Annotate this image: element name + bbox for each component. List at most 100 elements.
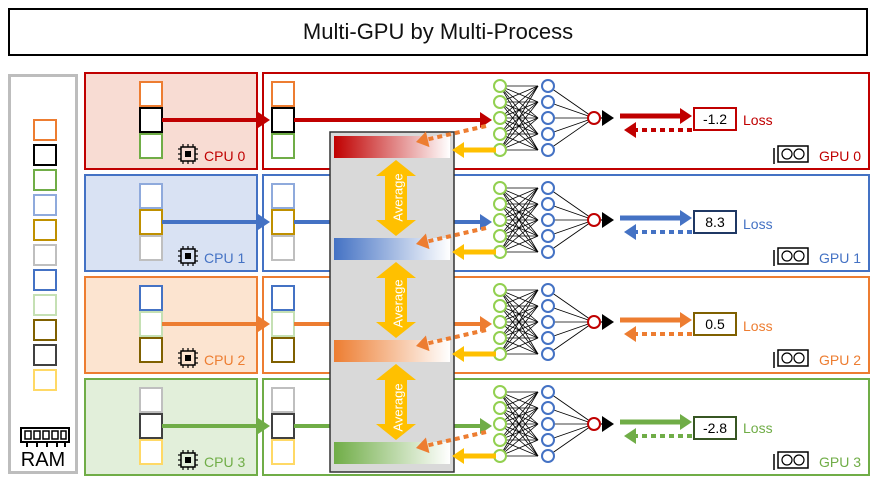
nn-edge [499, 85, 539, 135]
update-arrow-shaft [427, 328, 487, 346]
transfer-arrow-head [258, 112, 270, 128]
average-label-1: Average [391, 272, 406, 336]
backward-arrow-head [624, 224, 636, 240]
nn-edge [547, 289, 595, 323]
nn-input-node [493, 417, 507, 431]
nn-edge [499, 289, 539, 339]
output-arrow-head [602, 212, 614, 228]
nn-edge [499, 289, 539, 355]
title-text: Multi-GPU by Multi-Process [302, 19, 574, 44]
nn-input-node [493, 127, 507, 141]
loss-label-2: Loss [743, 318, 773, 334]
gpu-fan [781, 454, 793, 466]
transfer-arrow-head [258, 418, 270, 434]
nn-hidden-node [541, 181, 555, 195]
backward-arrow-head [624, 428, 636, 444]
nn-edge [499, 85, 539, 151]
nn-hidden-node [541, 95, 555, 109]
forward-arrow-head [680, 312, 692, 328]
ram-label: RAM [20, 449, 66, 471]
ram-slot [33, 294, 57, 316]
nn-edge [499, 321, 539, 355]
input-arrow-head [480, 112, 492, 128]
average-arrow-2 [376, 364, 416, 440]
gpu-data-box [271, 133, 295, 159]
cpu-data-box [139, 133, 163, 159]
nn-input-node [493, 283, 507, 297]
nn-hidden-node [541, 347, 555, 361]
nn-input-node [493, 433, 507, 447]
cpu-data-box [139, 387, 163, 413]
update-arrow-head [416, 437, 430, 454]
nn-edge [499, 187, 539, 221]
nn-edge [547, 423, 595, 457]
gpu-label-3: GPU 3 [819, 454, 862, 470]
nn-hidden-node [541, 449, 555, 463]
gpu-fan [793, 148, 805, 160]
nn-edge [499, 423, 539, 457]
gpu-data-box [271, 209, 295, 235]
loss-value-1: 8.3 [693, 210, 737, 234]
cpu-label-0: CPU 0 [204, 148, 246, 164]
gpu-label-1: GPU 1 [819, 250, 862, 266]
nn-hidden-node [541, 401, 555, 415]
nn-edge [547, 321, 595, 355]
nn-output-node [587, 417, 601, 431]
loss-value-3: -2.8 [693, 416, 737, 440]
gpu-card-icon [777, 451, 809, 469]
nn-edge [499, 305, 539, 355]
nn-hidden-node [541, 229, 555, 243]
gpu-fan [781, 352, 793, 364]
loss-label-1: Loss [743, 216, 773, 232]
nn-hidden-node [541, 315, 555, 329]
cpu-data-box [139, 413, 163, 439]
ram-container: RAM [8, 74, 78, 474]
nn-hidden-node [541, 417, 555, 431]
nn-edge [499, 391, 539, 441]
gradient-arrow-head [452, 346, 464, 362]
nn-hidden-node [541, 331, 555, 345]
nn-edge [499, 187, 539, 237]
transfer-arrow-head [258, 214, 270, 230]
cpu-label-3: CPU 3 [204, 454, 246, 470]
update-arrow-head [416, 233, 430, 250]
nn-output-node [587, 315, 601, 329]
nn-hidden-node [541, 127, 555, 141]
nn-edge [547, 203, 595, 221]
nn-edge [499, 407, 539, 457]
nn-edge [499, 289, 539, 323]
gpu-data-box [271, 337, 295, 363]
gpu-data-box [271, 235, 295, 261]
cpu-label-2: CPU 2 [204, 352, 246, 368]
gpu-data-box [271, 439, 295, 465]
input-arrow-head [480, 214, 492, 230]
nn-output-node [587, 213, 601, 227]
nn-hidden-node [541, 385, 555, 399]
cpu-data-box [139, 439, 163, 465]
gpu-card-icon [777, 247, 809, 265]
nn-input-node [493, 315, 507, 329]
nn-hidden-node [541, 299, 555, 313]
nn-edge [547, 305, 595, 323]
output-arrow-head [602, 416, 614, 432]
cpu-data-box [139, 107, 163, 133]
ram-slot [33, 169, 57, 191]
loss-label-0: Loss [743, 112, 773, 128]
backward-arrow-head [624, 326, 636, 342]
cpu-data-box [139, 235, 163, 261]
average-text-1: Average [390, 279, 406, 328]
nn-hidden-node [541, 283, 555, 297]
gpu-data-box [271, 183, 295, 209]
cpu-label-1: CPU 1 [204, 250, 246, 266]
backward-arrow-head [624, 122, 636, 138]
ram-slot [33, 269, 57, 291]
nn-input-node [493, 111, 507, 125]
ram-slot [33, 219, 57, 241]
gpu-card-icon [777, 145, 809, 163]
nn-edge [547, 117, 595, 151]
nn-edge [547, 187, 595, 221]
forward-arrow-head [680, 210, 692, 226]
forward-arrow-head [680, 414, 692, 430]
nn-hidden-node [541, 143, 555, 157]
nn-edge [547, 101, 595, 119]
